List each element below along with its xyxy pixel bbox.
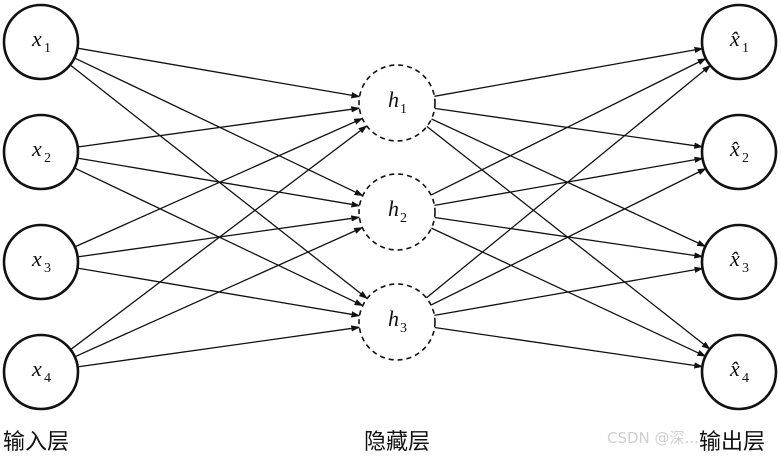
output-node-xhat3-subscript: 3 bbox=[742, 261, 749, 276]
hidden-node-h1-subscript: 1 bbox=[400, 102, 407, 117]
output-node-xhat4-subscript: 4 bbox=[742, 371, 749, 386]
output-node-xhat2-circle bbox=[700, 113, 778, 191]
input-node-x3-circle bbox=[2, 223, 80, 301]
input-node-x3-symbol: x bbox=[31, 246, 42, 271]
hidden-node-h1-symbol: h bbox=[388, 87, 399, 112]
output-node-xhat1-subscript: 1 bbox=[742, 41, 749, 56]
output-node-xhat4-circle bbox=[700, 333, 778, 411]
input-node-x1-circle bbox=[2, 3, 80, 81]
edge-h2-xhat1 bbox=[430, 57, 707, 196]
input-node-x2-circle bbox=[2, 113, 80, 191]
hidden-node-h3-circle bbox=[358, 283, 436, 361]
edge-h1-xhat2 bbox=[434, 107, 704, 149]
edge-x1-h2 bbox=[74, 57, 364, 197]
output-node-xhat1-symbol: x̂ bbox=[729, 26, 740, 51]
hidden-node-h2-subscript: 2 bbox=[400, 211, 407, 226]
output-layer-label: 输出层 bbox=[699, 430, 766, 455]
edge-h1-xhat1 bbox=[434, 46, 704, 97]
edge-h3-xhat3 bbox=[434, 266, 704, 317]
input-node-x1-subscript: 1 bbox=[44, 41, 51, 56]
input-node-x1-symbol: x bbox=[31, 26, 42, 51]
output-node-xhat2-subscript: 2 bbox=[742, 151, 749, 166]
hidden-node-h1-circle bbox=[358, 64, 436, 142]
edge-h3-xhat4 bbox=[434, 326, 704, 369]
hidden-node-h2-circle bbox=[358, 173, 436, 251]
output-node-xhat2: x̂2 bbox=[700, 113, 778, 191]
input-node-x4-symbol: x bbox=[31, 356, 42, 381]
hidden-layer-label: 隐藏层 bbox=[364, 430, 431, 455]
edge-x4-h1 bbox=[70, 125, 368, 351]
input-layer-label: 输入层 bbox=[3, 430, 70, 455]
hidden-node-h3-subscript: 3 bbox=[400, 321, 407, 336]
output-node-xhat3-circle bbox=[700, 223, 778, 301]
input-node-x4-subscript: 4 bbox=[44, 371, 51, 386]
output-node-xhat2-symbol: x̂ bbox=[729, 136, 740, 161]
edge-x4-h2 bbox=[74, 227, 364, 358]
input-node-x2-symbol: x bbox=[31, 136, 42, 161]
edge-x2-h2 bbox=[77, 157, 361, 208]
edge-h3-xhat1 bbox=[425, 64, 712, 299]
input-node-x4-circle bbox=[2, 333, 80, 411]
output-node-xhat3-symbol: x̂ bbox=[729, 246, 740, 271]
output-node-xhat4-symbol: x̂ bbox=[729, 356, 740, 381]
connections bbox=[69, 46, 712, 369]
edge-x1-h1 bbox=[77, 47, 361, 99]
output-node-xhat1: x̂1 bbox=[700, 3, 778, 81]
hidden-node-h2-symbol: h bbox=[388, 196, 399, 221]
edge-x2-h1 bbox=[77, 106, 361, 148]
edge-h1-xhat3 bbox=[431, 118, 707, 247]
input-node-x3-subscript: 3 bbox=[44, 261, 51, 276]
hidden-node-h3-symbol: h bbox=[388, 306, 399, 331]
output-node-xhat4: x̂4 bbox=[700, 333, 778, 411]
edge-x4-h3 bbox=[77, 325, 361, 368]
edge-x3-h1 bbox=[74, 117, 364, 248]
input-node-x2-subscript: 2 bbox=[44, 151, 51, 166]
output-node-xhat3: x̂3 bbox=[700, 223, 778, 301]
watermark: CSDN @深... bbox=[607, 429, 699, 447]
output-node-xhat1-circle bbox=[700, 3, 778, 81]
edge-h1-xhat4 bbox=[426, 125, 711, 350]
edge-h3-xhat2 bbox=[430, 167, 707, 306]
